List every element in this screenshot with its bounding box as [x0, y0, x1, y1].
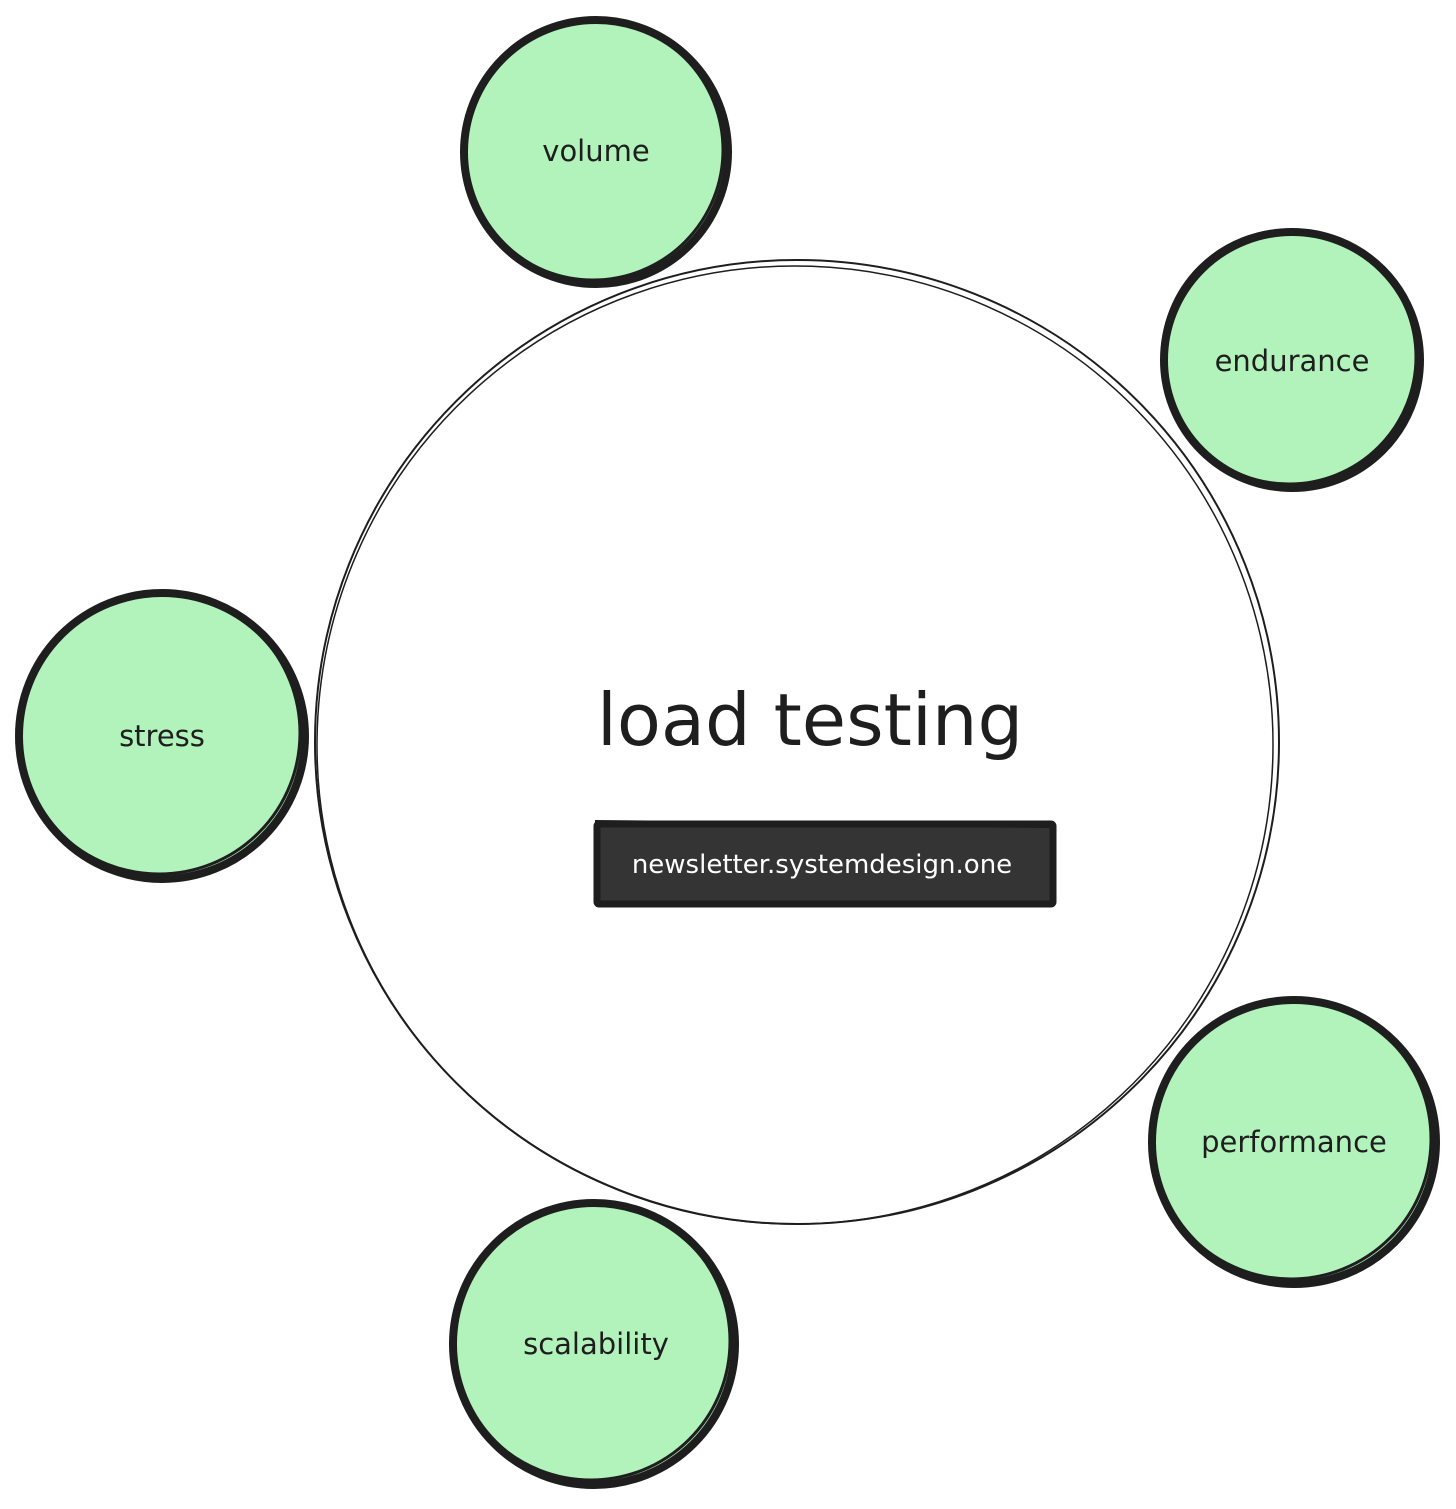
node-volume: volume — [460, 16, 732, 288]
node-endurance: endurance — [1160, 228, 1424, 492]
center-title: load testing — [597, 678, 1023, 762]
node-label-performance: performance — [1201, 1125, 1387, 1159]
node-label-volume: volume — [542, 134, 649, 168]
node-scalability: scalability — [449, 1199, 739, 1489]
node-label-scalability: scalability — [523, 1327, 669, 1361]
website-badge: newsletter.systemdesign.one — [593, 820, 1057, 908]
node-stress: stress — [15, 589, 309, 883]
center-circle — [314, 259, 1280, 1225]
node-label-endurance: endurance — [1215, 344, 1370, 378]
node-performance: performance — [1148, 996, 1440, 1288]
node-label-stress: stress — [119, 719, 205, 753]
badge-text: newsletter.systemdesign.one — [632, 850, 1012, 880]
